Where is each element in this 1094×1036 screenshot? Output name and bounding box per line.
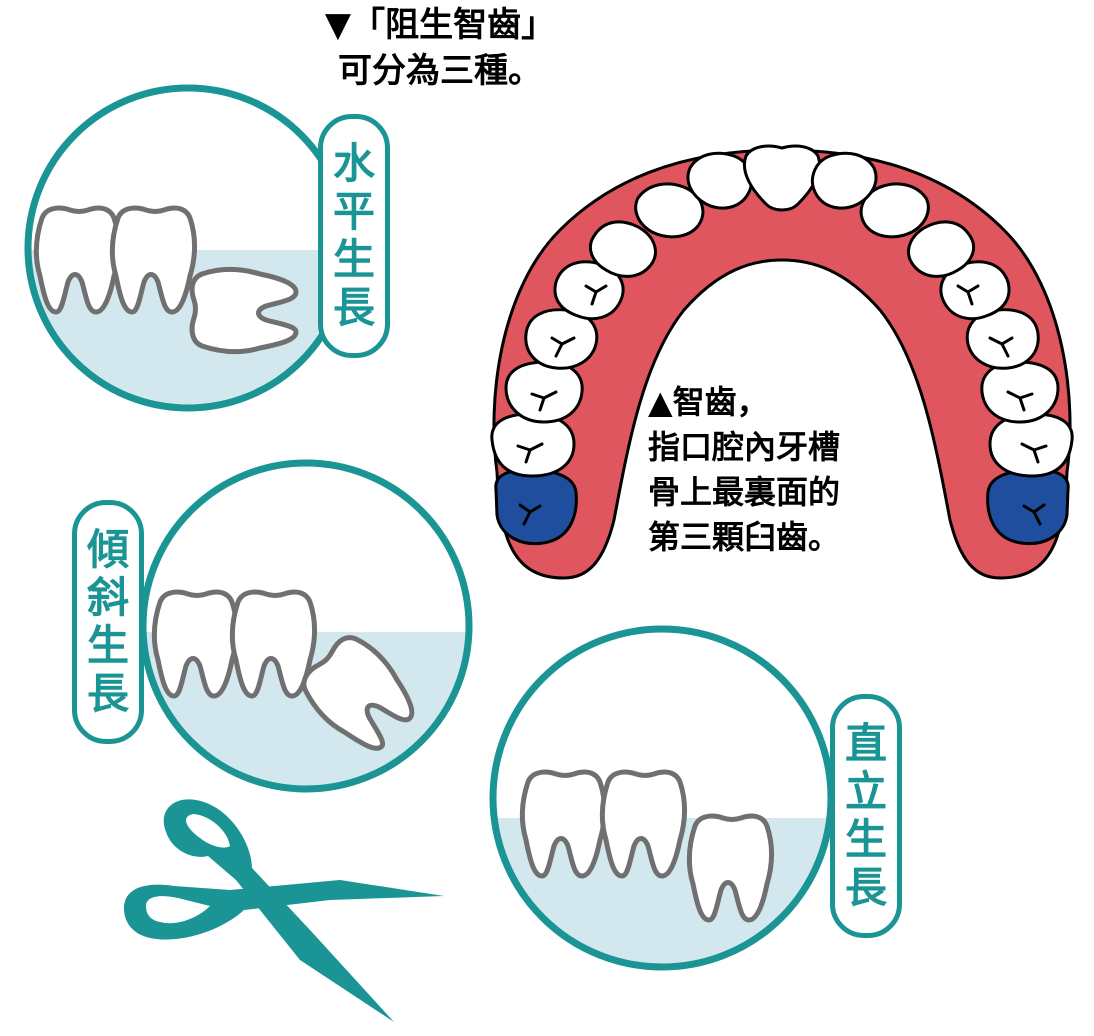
dental-arch [490, 144, 1074, 580]
title-line-1: ▼「阻生智齒」 [324, 5, 556, 45]
label-horizontal-growth: 水 平 生 長 [318, 114, 390, 358]
label-char: 長 [844, 863, 887, 912]
scissors-icon [124, 799, 444, 1022]
diagram-title: ▼「阻生智齒」 可分為三種。 [300, 2, 580, 94]
vertical-growth-circle [489, 625, 835, 971]
label-char: 斜 [86, 573, 129, 622]
label-vertical-growth: 直 立 生 長 [830, 694, 902, 938]
caption-line-1: ▲智齒， [648, 383, 769, 421]
label-char: 立 [844, 767, 887, 816]
label-char: 平 [332, 187, 375, 236]
caption-line-4: 第三顆臼齒。 [648, 518, 841, 556]
label-char: 直 [844, 719, 887, 768]
caption-line-3: 骨上最裏面的 [648, 473, 841, 511]
label-inclined-growth: 傾 斜 生 長 [72, 500, 144, 744]
wisdom-tooth-caption: ▲智齒， 指口腔內牙槽 骨上最裏面的 第三顆臼齒。 [648, 380, 840, 560]
label-char: 水 [332, 139, 375, 188]
label-char: 生 [844, 815, 887, 864]
label-char: 長 [86, 669, 129, 718]
title-line-2: 可分為三種。 [338, 51, 542, 91]
caption-line-2: 指口腔內牙槽 [648, 428, 841, 466]
label-char: 傾 [86, 525, 129, 574]
label-char: 生 [86, 621, 129, 670]
label-char: 長 [332, 283, 375, 332]
inclined-growth-circle [139, 459, 473, 793]
label-char: 生 [332, 235, 375, 284]
